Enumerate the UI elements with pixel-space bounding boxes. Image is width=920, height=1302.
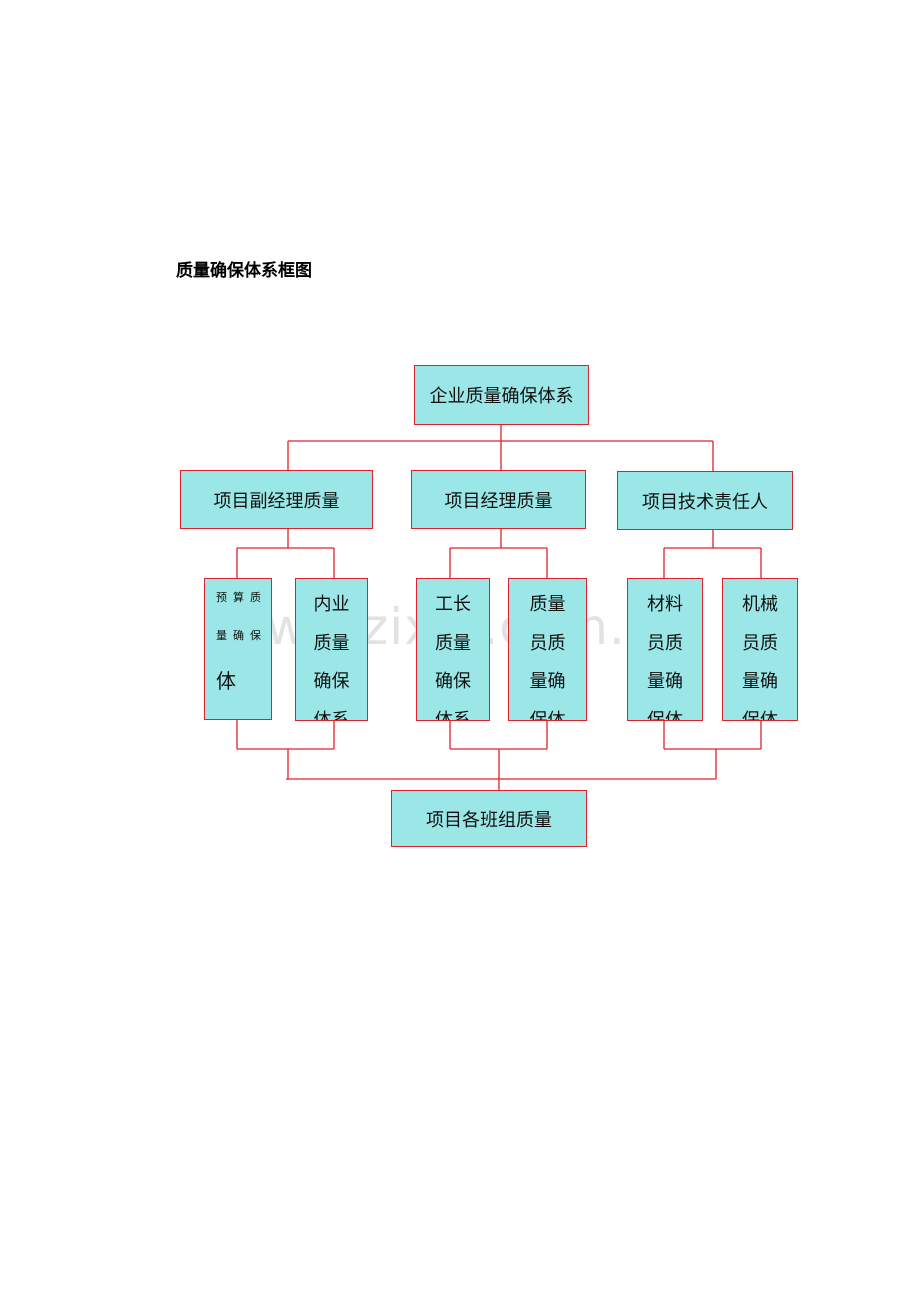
node-label-line3: 体 xyxy=(216,669,236,693)
node-enterprise-quality-system: 企业质量确保体系 xyxy=(414,365,589,425)
node-budget-quality: 预算质 量确保 体 xyxy=(204,578,272,720)
node-team-quality: 项目各班组质量 xyxy=(391,790,587,847)
node-label-line1: 预算质 xyxy=(216,591,267,604)
node-label: 内业质量确保体系 xyxy=(313,594,350,721)
node-label: 质量员质量确保体 xyxy=(529,594,566,721)
page-title: 质量确保体系框图 xyxy=(176,261,312,281)
node-label: 材料员质量确保体 xyxy=(647,594,683,721)
node-label: 项目技术责任人 xyxy=(642,491,768,513)
node-internal-quality: 内业质量确保体系 xyxy=(295,578,368,721)
node-machinery-officer: 机械员质量确保体 xyxy=(722,578,798,721)
node-label: 项目副经理质量 xyxy=(213,490,340,512)
node-label: 项目经理质量 xyxy=(444,490,553,512)
node-foreman-quality: 工长质量确保体系 xyxy=(416,578,490,721)
node-label: 机械员质量确保体 xyxy=(742,594,778,721)
node-label: 企业质量确保体系 xyxy=(429,386,574,407)
node-tech-lead: 项目技术责任人 xyxy=(617,471,793,530)
node-deputy-manager-quality: 项目副经理质量 xyxy=(180,470,373,529)
node-quality-officer: 质量员质量确保体 xyxy=(508,578,587,721)
node-label: 项目各班组质量 xyxy=(426,809,552,831)
node-manager-quality: 项目经理质量 xyxy=(411,470,586,529)
node-label-line2: 量确保 xyxy=(216,629,267,642)
node-material-officer: 材料员质量确保体 xyxy=(627,578,703,721)
node-label: 工长质量确保体系 xyxy=(435,594,471,721)
